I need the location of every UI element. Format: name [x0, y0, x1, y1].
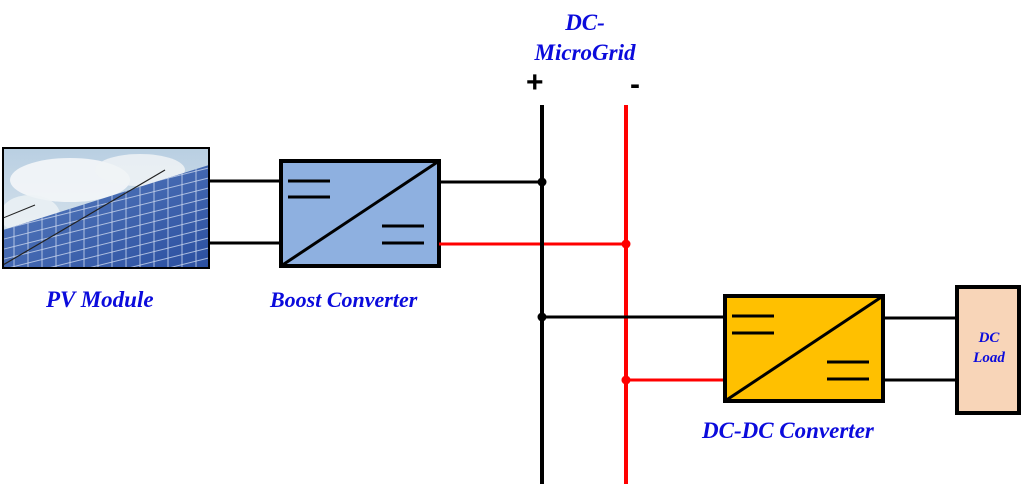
pv-module: [2, 147, 210, 269]
dc-load-box[interactable]: [955, 285, 1021, 415]
microgrid-title-line1: DC-: [565, 10, 605, 35]
converter-diagonal: [280, 159, 440, 268]
microgrid-title-line2: MicroGrid: [534, 40, 636, 65]
dc-load-label-line2: Load: [973, 350, 1005, 366]
positive-polarity-label: +: [526, 66, 544, 99]
panel-seam: [3, 204, 36, 219]
solar-panel-cells: [3, 165, 209, 268]
dc-load-label-line1: DC: [978, 330, 1000, 346]
negative-polarity-label: -: [630, 68, 640, 101]
panel-seam: [3, 169, 166, 266]
boost-converter[interactable]: [279, 159, 441, 268]
junction-dot: [621, 239, 631, 249]
converter-diagonal: [724, 294, 884, 403]
dcdc-converter[interactable]: [723, 294, 885, 403]
boost-converter-label: Boost Converter: [270, 287, 418, 312]
cloud-icon: [95, 154, 185, 186]
pv-module-frame: [2, 147, 210, 269]
dcdc-converter-label: DC-DC Converter: [702, 418, 874, 443]
junction-dot: [537, 177, 547, 187]
pv-module-label: PV Module: [46, 287, 154, 312]
